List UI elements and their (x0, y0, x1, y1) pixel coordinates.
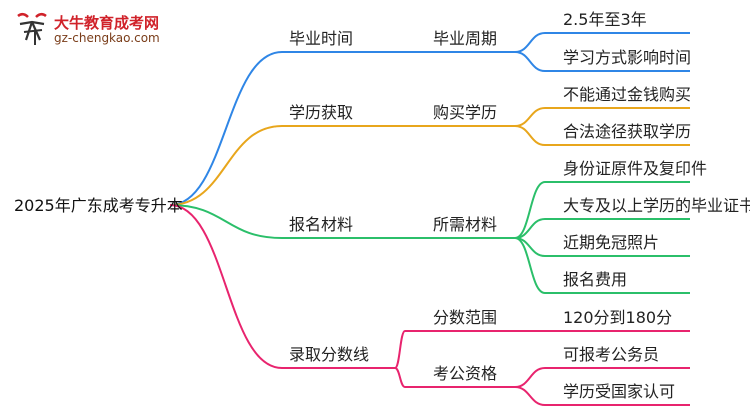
leaf-legal-way: 合法途径获取学历 (563, 122, 692, 141)
sub-to-leaf-connector (514, 32, 546, 53)
leaf-fee: 报名费用 (563, 270, 628, 289)
leaf-score-value: 120分到180分 (563, 308, 673, 327)
sub-to-leaf-connector (514, 237, 546, 294)
sub-to-leaf-connector (514, 125, 546, 146)
leaf-civil-exam: 可报考公务员 (563, 345, 660, 364)
branch-graduation-time: 毕业时间 (289, 29, 354, 48)
root-to-branch-connector (169, 204, 283, 239)
leaf-state-recognized: 学历受国家认可 (563, 382, 676, 401)
branch-admission-score: 录取分数线 (289, 345, 370, 364)
root-to-branch-connector (169, 204, 283, 369)
logo-url: gz-chengkao.com (54, 31, 160, 45)
leaf-duration: 2.5年至3年 (563, 10, 647, 29)
sub-to-leaf-connector (514, 51, 546, 72)
branch-application-materials: 报名材料 (289, 215, 354, 234)
sub-civil-service: 考公资格 (433, 364, 498, 383)
site-logo: 大牛教育成考网 gz-chengkao.com (14, 10, 164, 50)
leaf-photo: 近期免冠照片 (563, 233, 660, 252)
root-to-branch-connector (169, 125, 283, 206)
branch-to-sub-connector (394, 367, 406, 388)
sub-required-materials: 所需材料 (433, 215, 498, 234)
sub-to-leaf-connector (514, 386, 546, 406)
sub-graduation-cycle: 毕业周期 (433, 29, 498, 48)
sub-score-range: 分数范围 (433, 308, 498, 327)
sub-to-leaf-connector (514, 367, 546, 388)
branch-degree-acquisition: 学历获取 (289, 103, 354, 122)
branch-to-sub-connector (394, 330, 406, 369)
bull-logo-icon (17, 13, 47, 45)
leaf-id-card: 身份证原件及复印件 (563, 159, 708, 178)
sub-to-leaf-connector (514, 107, 546, 127)
leaf-diploma: 大专及以上学历的毕业证书 (563, 196, 750, 215)
logo-name: 大牛教育成考网 (54, 14, 160, 32)
mindmap-root: 2025年广东成考专升本 (14, 196, 183, 215)
sub-buy-degree: 购买学历 (433, 103, 498, 122)
leaf-study-mode: 学习方式影响时间 (563, 48, 692, 67)
leaf-no-money: 不能通过金钱购买 (563, 85, 692, 104)
root-to-branch-connector (169, 51, 283, 206)
